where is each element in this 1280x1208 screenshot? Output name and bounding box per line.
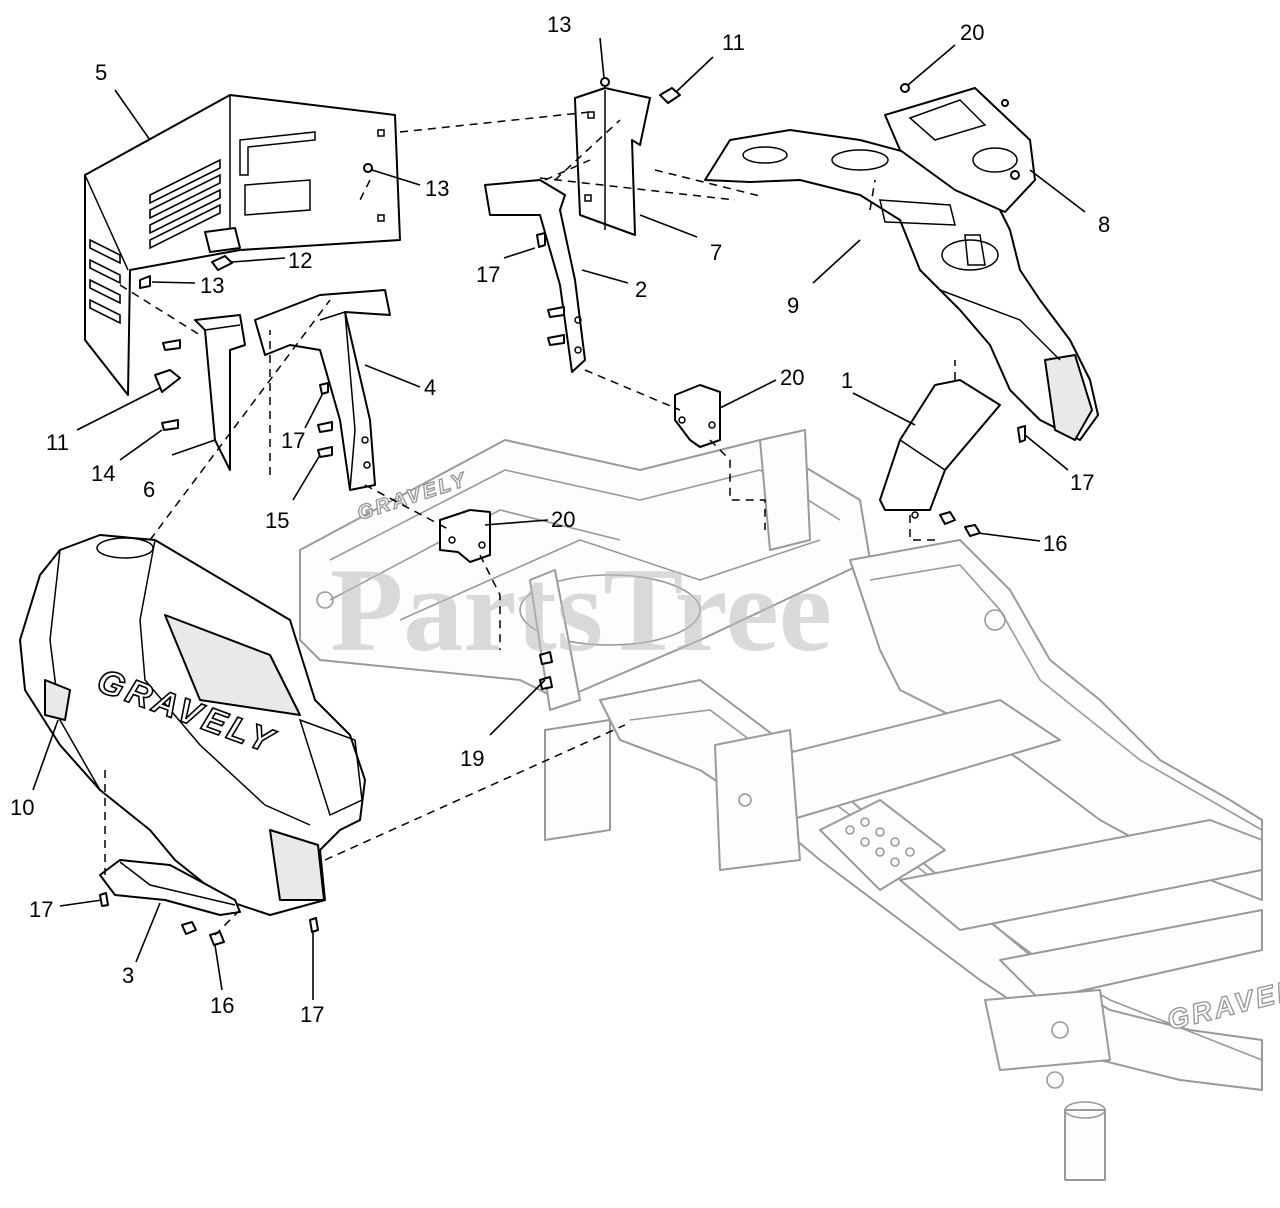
part-5-console-cover	[84, 94, 401, 396]
part-20-bracket-lower	[439, 509, 491, 563]
callout-17-bottom-left: 17	[29, 897, 53, 922]
callout-13-lower: 13	[200, 273, 224, 298]
watermark-text: PartsTree	[330, 543, 832, 676]
foot-plate-holes	[845, 817, 915, 867]
part-10-left-console: GRAVELY	[19, 534, 366, 916]
cover-vent-slots	[89, 158, 221, 325]
part-6-bracket	[194, 314, 246, 471]
leader-lines	[32, 37, 1086, 1000]
hardware-fasteners	[99, 77, 1026, 946]
callout-17-right: 17	[1070, 470, 1094, 495]
callout-19: 19	[460, 746, 484, 771]
callout-6: 6	[143, 477, 155, 502]
part-1-right-bracket	[879, 379, 1001, 519]
callout-labels: 13 11 20 5 13 8 7 12 17 13 2 9 20 1 4 11…	[10, 12, 1110, 1027]
part-7-plate	[574, 87, 651, 236]
part-8-console-panel	[884, 87, 1036, 213]
callout-16-bottom: 16	[210, 993, 234, 1018]
callout-9: 9	[787, 293, 799, 318]
callout-1: 1	[841, 368, 853, 393]
part-3-bottom-bracket	[99, 859, 241, 916]
callout-17-center: 17	[476, 262, 500, 287]
part-2-bracket-arm	[484, 179, 586, 373]
callout-15: 15	[265, 508, 289, 533]
callout-4: 4	[424, 375, 436, 400]
callout-2: 2	[635, 277, 647, 302]
callout-8: 8	[1098, 212, 1110, 237]
callout-18: 20	[960, 20, 984, 45]
frame-brand-text: GRAVELY	[1164, 969, 1280, 1036]
callout-17-left: 17	[281, 428, 305, 453]
callout-11-left: 11	[46, 430, 69, 455]
callout-12: 12	[288, 248, 312, 273]
callout-10: 10	[10, 795, 34, 820]
part-4-upright-mount	[254, 289, 391, 491]
callout-16-right: 16	[1043, 531, 1067, 556]
callout-14-top: 13	[547, 12, 571, 37]
callout-5: 5	[95, 60, 107, 85]
callout-3: 3	[122, 963, 134, 988]
part-20-bracket-upper	[674, 384, 721, 448]
callout-13-upper: 13	[425, 176, 449, 201]
callout-20-lower: 20	[551, 507, 575, 532]
callout-17-bottom: 17	[300, 1002, 324, 1027]
callout-14-left: 14	[91, 461, 115, 486]
callout-20-upper: 20	[780, 365, 804, 390]
callout-7: 7	[710, 240, 722, 265]
callout-11-top: 11	[722, 30, 745, 55]
alignment-lines	[104, 111, 956, 936]
